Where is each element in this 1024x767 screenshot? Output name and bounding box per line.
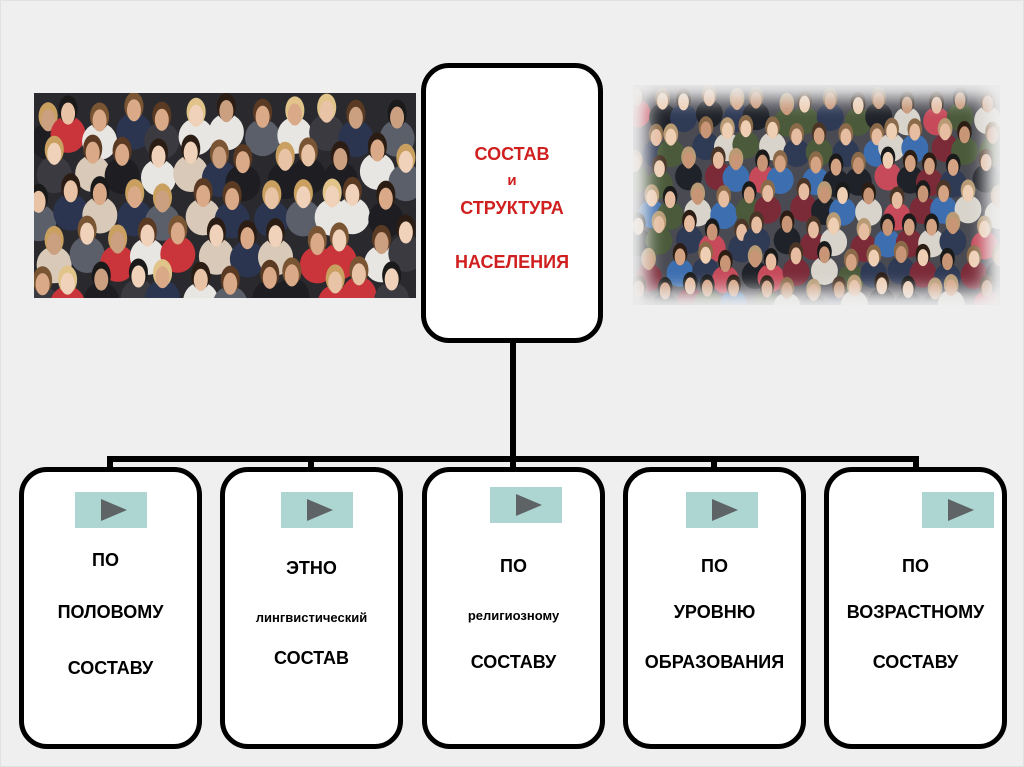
connector-drop-2 (308, 456, 314, 470)
connector-drop-5 (913, 456, 919, 470)
connector-drop-1 (107, 456, 113, 470)
child-4-line-2: УРОВНЮ (673, 602, 756, 622)
child-box-ethno: ЭТНО лингвистический СОСТАВ (220, 467, 403, 749)
child-5-line-1: ПО (902, 556, 929, 576)
connector-vertical-root (510, 341, 516, 461)
connector-drop-4 (711, 456, 717, 470)
root-line-2: и (507, 172, 517, 189)
child-2-line-2: лингвистический (255, 610, 368, 625)
root-line-3: СТРУКТУРА (460, 198, 564, 218)
root-line-4: НАСЕЛЕНИЯ (454, 252, 570, 272)
child-3-line-2: религиозному (467, 608, 560, 623)
child-1-line-3: СОСТАВУ (67, 658, 154, 678)
play-icon[interactable] (922, 492, 994, 528)
child-box-age: ПО ВОЗРАСТНОМУ СОСТАВУ (824, 467, 1007, 749)
child-1-line-2: ПОЛОВОМУ (57, 602, 164, 622)
child-box-sex: ПО ПОЛОВОМУ СОСТАВУ (19, 467, 202, 749)
child-1-line-1: ПО (92, 550, 119, 570)
child-box-education: ПО УРОВНЮ ОБРАЗОВАНИЯ (623, 467, 806, 749)
play-icon[interactable] (75, 492, 147, 528)
child-4-line-1: ПО (701, 556, 728, 576)
play-icon[interactable] (686, 492, 758, 528)
child-5-line-3: СОСТАВУ (872, 652, 959, 672)
child-5-line-2: ВОЗРАСТНОМУ (846, 602, 985, 622)
crowd-photo-left (34, 93, 416, 298)
child-2-line-3: СОСТАВ (274, 648, 349, 668)
connector-drop-3 (510, 456, 516, 470)
crowd-photo-right (633, 85, 1000, 305)
root-line-1: СОСТАВ (474, 144, 550, 164)
child-4-line-3: ОБРАЗОВАНИЯ (644, 652, 785, 672)
child-3-line-3: СОСТАВУ (470, 652, 557, 672)
child-3-line-1: ПО (500, 556, 527, 576)
play-icon[interactable] (281, 492, 353, 528)
play-icon[interactable] (490, 487, 562, 523)
child-box-religion: ПО религиозному СОСТАВУ (422, 467, 605, 749)
root-box: СОСТАВ и СТРУКТУРА НАСЕЛЕНИЯ (421, 63, 603, 343)
child-2-line-1: ЭТНО (286, 558, 337, 578)
